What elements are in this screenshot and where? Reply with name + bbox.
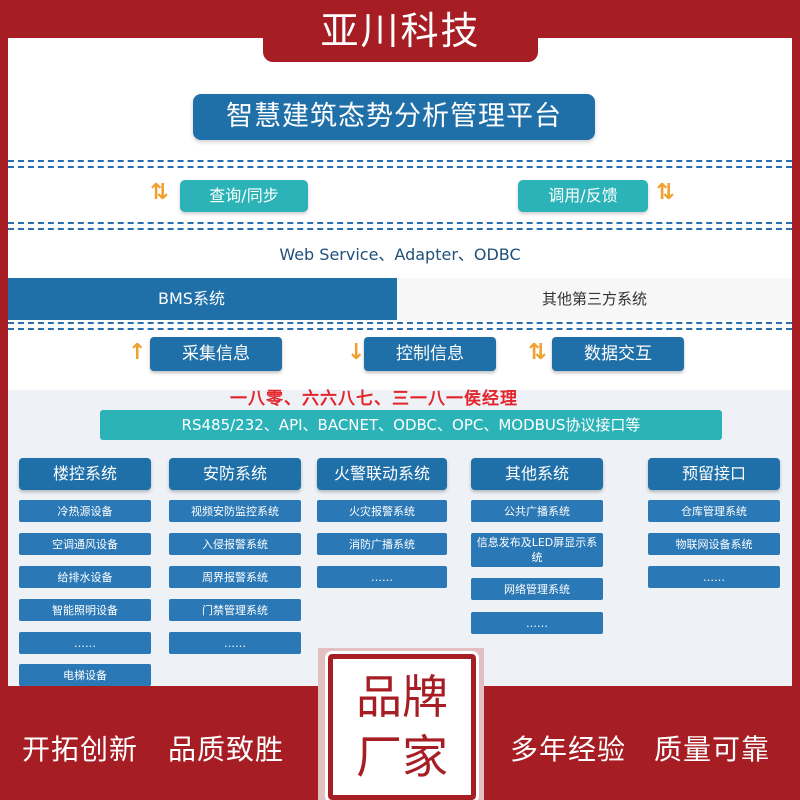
brand-stamp: 品牌 厂家: [325, 651, 479, 800]
list-item[interactable]: 入侵报警系统: [169, 533, 301, 555]
divider-dashed: [8, 160, 792, 162]
list-item[interactable]: 周界报警系统: [169, 566, 301, 588]
stamp-line: 厂家: [356, 730, 448, 784]
column-head-building-control[interactable]: 楼控系统: [19, 458, 151, 490]
divider-dashed: [8, 328, 792, 330]
list-item[interactable]: 视频安防监控系统: [169, 500, 301, 522]
list-item[interactable]: 给排水设备: [19, 566, 151, 588]
slogan-text: 开拓创新: [22, 733, 139, 766]
call-feedback-button[interactable]: 调用/反馈: [518, 180, 648, 212]
list-item[interactable]: 智能照明设备: [19, 599, 151, 621]
protocol-bus-bar: RS485/232、API、BACNET、ODBC、OPC、MODBUS协议接口…: [100, 410, 722, 440]
list-item[interactable]: ……: [19, 632, 151, 654]
updown-arrow-icon: ⇅: [656, 180, 675, 205]
list-item[interactable]: 冷热源设备: [19, 500, 151, 522]
list-item[interactable]: ……: [317, 566, 447, 588]
divider-dashed: [8, 228, 792, 230]
list-item[interactable]: 公共广播系统: [471, 500, 603, 522]
updown-arrow-icon: ⇅: [528, 340, 547, 365]
column-head-fire-alarm[interactable]: 火警联动系统: [317, 458, 447, 490]
divider-dashed: [8, 222, 792, 224]
protocol-list: Web Service、Adapter、ODBC: [279, 245, 521, 264]
collect-info-button[interactable]: 采集信息: [150, 337, 282, 371]
list-item[interactable]: ……: [648, 566, 780, 588]
slogan-text: 多年经验: [510, 733, 627, 766]
list-item[interactable]: 消防广播系统: [317, 533, 447, 555]
list-item[interactable]: 仓库管理系统: [648, 500, 780, 522]
list-item[interactable]: ……: [169, 632, 301, 654]
divider-dashed: [8, 166, 792, 168]
slogan-text: 品质致胜: [168, 733, 285, 766]
platform-title: 智慧建筑态势分析管理平台: [193, 94, 595, 140]
data-exchange-button[interactable]: 数据交互: [552, 337, 684, 371]
down-arrow-icon: ↓: [347, 340, 366, 365]
bms-system-bar: BMS系统: [8, 278, 397, 320]
column-head-security[interactable]: 安防系统: [169, 458, 301, 490]
brand-banner: 亚川科技: [263, 0, 538, 62]
list-item[interactable]: 网络管理系统: [471, 578, 603, 600]
list-item[interactable]: 火灾报警系统: [317, 500, 447, 522]
updown-arrow-icon: ⇅: [150, 180, 169, 205]
list-item[interactable]: 物联网设备系统: [648, 533, 780, 555]
control-info-button[interactable]: 控制信息: [364, 337, 496, 371]
list-item[interactable]: ……: [471, 612, 603, 634]
query-sync-button[interactable]: 查询/同步: [180, 180, 308, 212]
stamp-line: 品牌: [356, 670, 448, 724]
contact-watermark: 一八零、六六八七、三一八一侯经理: [230, 389, 518, 409]
column-head-other-systems[interactable]: 其他系统: [471, 458, 603, 490]
list-item[interactable]: 信息发布及LED屏显示系统: [471, 533, 603, 567]
list-item[interactable]: 空调通风设备: [19, 533, 151, 555]
list-item[interactable]: 电梯设备: [19, 664, 151, 686]
list-item[interactable]: 门禁管理系统: [169, 599, 301, 621]
third-party-system-bar: 其他第三方系统: [397, 278, 792, 320]
slogan-text: 质量可靠: [654, 733, 771, 766]
divider-dashed: [8, 322, 792, 324]
up-arrow-icon: ↑: [128, 340, 147, 365]
column-head-reserved-interface[interactable]: 预留接口: [648, 458, 780, 490]
